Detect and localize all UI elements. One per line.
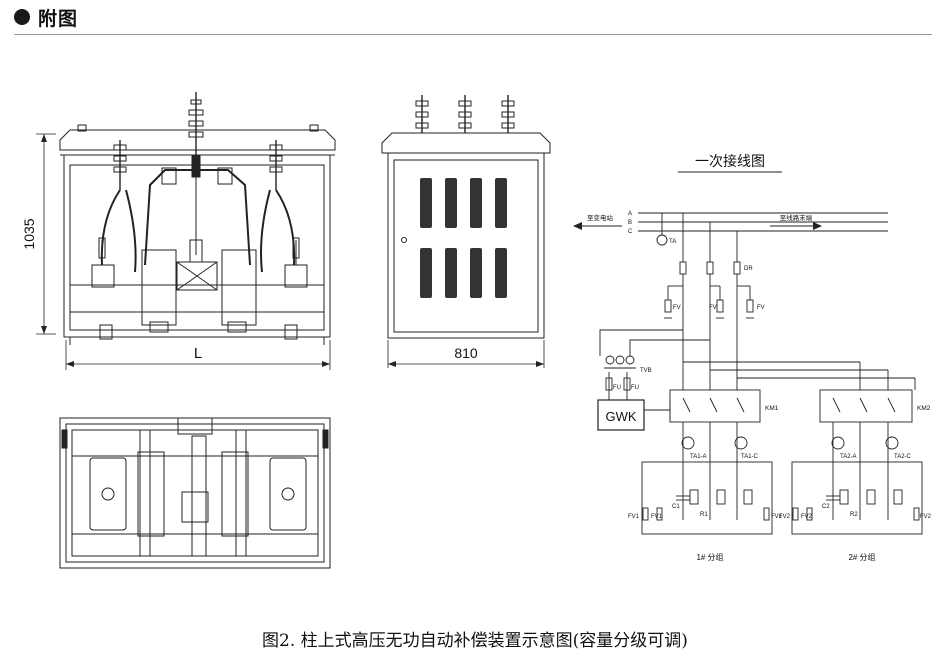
to-line-end-label: 至线路末端 xyxy=(780,213,813,222)
km1-label: KM1 xyxy=(765,405,779,412)
fv1-label-2: FV1 xyxy=(651,514,663,520)
c1-label: C1 xyxy=(672,504,680,510)
lifting-lug-right xyxy=(309,124,319,132)
tvb-label: TVB xyxy=(640,368,652,374)
lifting-lug-left xyxy=(77,124,87,132)
section-header: 附图 xyxy=(14,2,78,32)
phase-b-label: B xyxy=(628,220,632,226)
fv2-label-1: FV2 xyxy=(779,514,791,520)
side-view xyxy=(381,95,551,368)
front-roof xyxy=(59,129,336,151)
ta1c-label: TA1-C xyxy=(741,454,759,460)
fv2-label-2: FV2 xyxy=(801,514,813,520)
phase-a-label: A xyxy=(628,211,632,217)
group1-label: 1# 分组 xyxy=(696,552,723,562)
louver-vents xyxy=(420,178,507,298)
front-body xyxy=(63,154,331,338)
width-dimension-label: L xyxy=(194,345,202,362)
fv1-label-3: FV1 xyxy=(771,514,783,520)
top-view xyxy=(59,417,331,569)
ta-label: TA xyxy=(669,239,676,245)
r2-label: R2 xyxy=(850,512,858,518)
group2-label: 2# 分组 xyxy=(848,552,875,562)
fu-label-1: FU xyxy=(613,385,621,391)
height-dimension-label: 1035 xyxy=(21,218,37,249)
side-bushings xyxy=(415,95,515,133)
fv-label-2: FV xyxy=(709,305,717,311)
fv2-label-3: FV2 xyxy=(920,514,932,520)
km1-box xyxy=(669,389,761,423)
km2-label: KM2 xyxy=(917,405,931,412)
section-title: 附图 xyxy=(38,7,79,30)
ta2a-label: TA2-A xyxy=(840,454,857,460)
to-substation-label: 至变电站 xyxy=(587,213,614,222)
bullet-icon xyxy=(14,9,30,25)
front-view xyxy=(36,92,336,370)
ta2c-label: TA2-C xyxy=(894,454,912,460)
header-divider xyxy=(14,34,932,35)
phase-c-label: C xyxy=(628,229,633,235)
figure-caption: 图2. 柱上式高压无功自动补偿装置示意图(容量分级可调) xyxy=(262,631,688,651)
fv-label-1: FV xyxy=(673,305,681,311)
wiring-diagram xyxy=(573,171,923,535)
gwk-label: GWK xyxy=(605,409,636,424)
dr-label: DR xyxy=(744,266,753,272)
fv-label-3: FV xyxy=(757,305,765,311)
gwk-box xyxy=(597,399,645,431)
fu-label-2: FU xyxy=(631,385,639,391)
side-width-label: 810 xyxy=(454,345,478,361)
km2-box xyxy=(819,389,913,423)
fv1-label-1: FV1 xyxy=(628,514,640,520)
wiring-title: 一次接线图 xyxy=(695,153,765,169)
r1-label: R1 xyxy=(700,512,708,518)
ta1a-label: TA1-A xyxy=(690,454,707,460)
c2-label: C2 xyxy=(822,504,830,510)
